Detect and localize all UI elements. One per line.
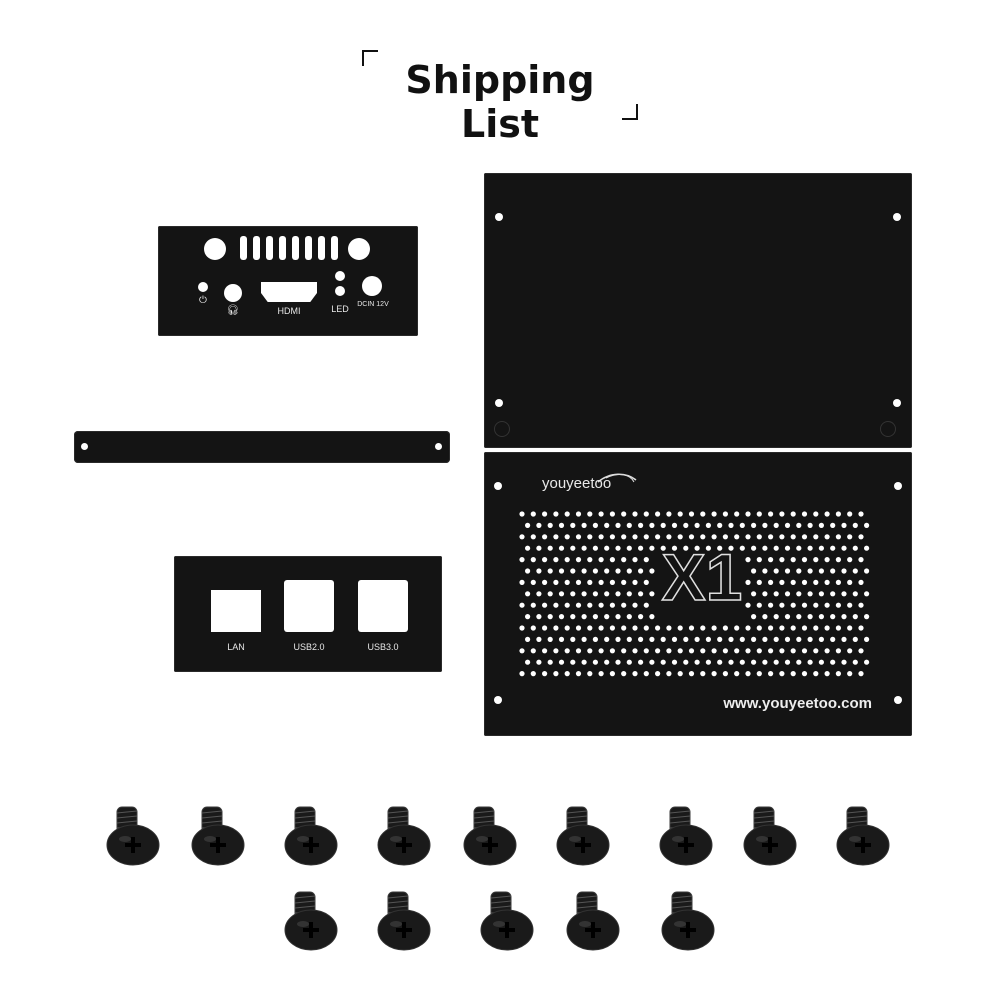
side-strip <box>74 431 450 463</box>
lan-label: LAN <box>227 642 245 652</box>
front-io-panel: ⏻ 🎧︎ HDMI LED DCIN 12V <box>158 226 418 336</box>
mount-hole <box>495 213 503 221</box>
screw <box>835 805 895 871</box>
led-label: LED <box>331 304 349 314</box>
title-corner-top-left <box>362 50 378 66</box>
hdmi-label: HDMI <box>277 306 301 316</box>
audio-jack-hole <box>224 284 242 302</box>
screw <box>190 805 250 871</box>
screw <box>742 805 802 871</box>
screw <box>658 805 718 871</box>
screw <box>565 890 625 956</box>
brand-swoosh-icon <box>597 473 637 483</box>
screw <box>376 890 436 956</box>
hdmi-port-hole <box>261 282 317 302</box>
screw <box>660 890 720 956</box>
top-cover-plate: youyeetoo X1 www.youyeetoo.com <box>484 452 912 736</box>
headphone-icon: 🎧︎ <box>226 305 240 316</box>
usb3-label: USB3.0 <box>367 642 399 652</box>
screw <box>555 805 615 871</box>
rear-io-panel: LAN USB2.0 USB3.0 <box>174 556 442 672</box>
mount-hole <box>495 399 503 407</box>
corner-tab <box>880 421 896 437</box>
strip-hole-right <box>435 443 442 450</box>
usb3-port-hole <box>358 580 408 632</box>
screw <box>283 890 343 956</box>
title-frame: Shipping List <box>362 50 638 146</box>
title-corner-bottom-right <box>622 104 638 120</box>
page-title: Shipping List <box>405 58 595 146</box>
screw <box>479 890 539 956</box>
vent-slots <box>238 236 338 262</box>
model-label: X1 <box>661 540 743 614</box>
screw <box>376 805 436 871</box>
website-label: www.youyeetoo.com <box>723 695 872 712</box>
dc-label: DCIN 12V <box>357 301 389 308</box>
corner-tab <box>494 421 510 437</box>
mount-hole <box>494 482 502 490</box>
dc-jack-hole <box>362 276 382 296</box>
led-hole-top <box>335 271 345 281</box>
usb2-port-hole <box>284 580 334 632</box>
bottom-cover-plate <box>484 173 912 448</box>
antenna-hole-right <box>348 238 370 260</box>
mount-hole <box>893 399 901 407</box>
mount-hole <box>894 482 902 490</box>
antenna-hole-left <box>204 238 226 260</box>
mount-hole <box>894 696 902 704</box>
brand-name: youyeetoo <box>542 475 612 492</box>
vent-hole-grid <box>519 511 870 677</box>
lan-port-hole <box>211 590 261 632</box>
screw <box>462 805 522 871</box>
usb2-label: USB2.0 <box>293 642 325 652</box>
power-led-hole <box>198 282 208 292</box>
mount-hole <box>893 213 901 221</box>
screw <box>105 805 165 871</box>
brand-logo: youyeetoo <box>540 466 650 496</box>
power-icon: ⏻ <box>199 295 207 306</box>
strip-hole-left <box>81 443 88 450</box>
screw <box>283 805 343 871</box>
led-hole-bottom <box>335 286 345 296</box>
mount-hole <box>494 696 502 704</box>
